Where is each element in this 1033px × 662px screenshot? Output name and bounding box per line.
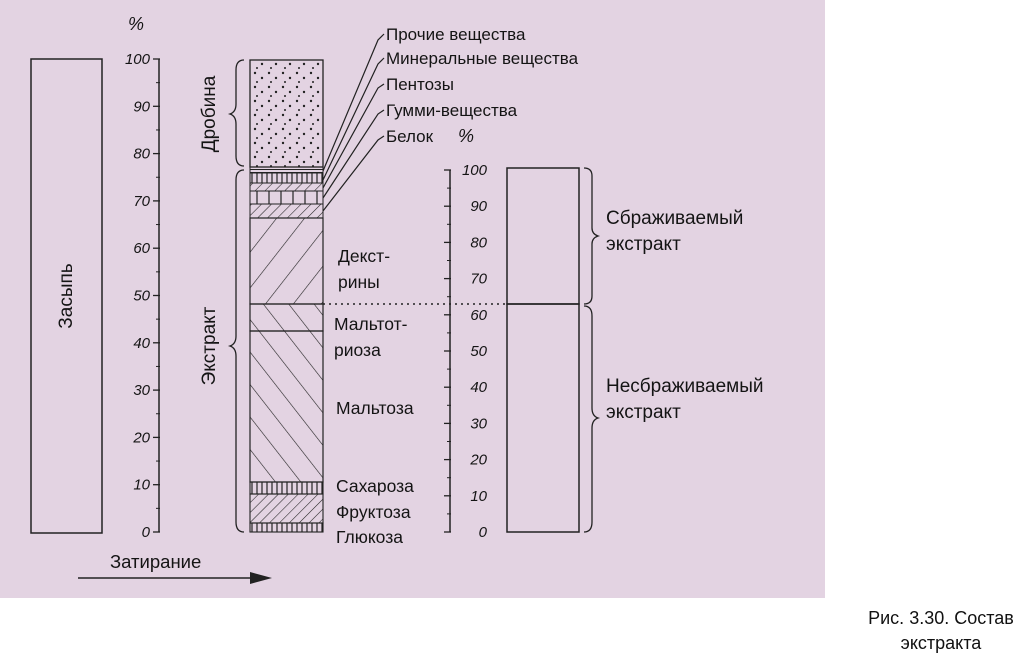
right-scale-tick-label-20: 20 xyxy=(469,452,487,469)
right-scale-tick-label-0: 0 xyxy=(479,524,488,541)
right-scale-tick-label-30: 30 xyxy=(470,415,487,432)
segment-maltotriose xyxy=(249,303,324,332)
fermentable-label-line1: Сбраживаемый xyxy=(606,208,743,229)
left-scale-tick-label-80: 80 xyxy=(133,146,150,163)
right-box-fermentable xyxy=(506,167,580,305)
nonfermentable-label-line1: Несбраживаемый xyxy=(606,376,763,397)
right-scale-tick-label-80: 80 xyxy=(470,234,487,251)
component-label-mineralnye: Минеральные вещества xyxy=(386,49,579,68)
left-scale-ticks: 0 10 20 30 40 50 60 70 80 90 100 xyxy=(125,51,160,541)
left-percent-label: % xyxy=(128,14,144,34)
segment-glucose xyxy=(249,522,324,533)
component-label-gummi: Гумми-вещества xyxy=(386,101,518,120)
segment-dextrins xyxy=(249,217,324,305)
ekstrakt-brace xyxy=(227,169,245,533)
component-label-pentozy: Пентозы xyxy=(386,75,454,94)
left-scale-tick-label-0: 0 xyxy=(142,524,151,541)
segment-mineralnye xyxy=(249,172,324,184)
segment-fructose xyxy=(249,493,324,524)
zasyp-box xyxy=(30,58,103,534)
component-label-belok: Белок xyxy=(386,127,434,146)
left-scale-tick-label-30: 30 xyxy=(133,382,150,399)
maltotriose-label-line2: риоза xyxy=(334,340,381,360)
right-scale-tick-label-10: 10 xyxy=(470,488,487,505)
dextrins-label-line1: Декст- xyxy=(338,246,390,266)
component-label-prochie: Прочие вещества xyxy=(386,25,526,44)
maltose-label: Мальтоза xyxy=(336,398,414,418)
left-scale-tick-label-70: 70 xyxy=(133,193,150,210)
caption-line-2: экстракта xyxy=(900,633,982,653)
segment-gummi xyxy=(249,190,324,205)
fermentable-label-line2: экстракт xyxy=(606,234,681,255)
figure-caption: Рис. 3.30. Состав экстракта xyxy=(846,606,1033,656)
drobina-label: Дробина xyxy=(199,75,220,152)
right-scale-tick-label-90: 90 xyxy=(470,198,487,215)
maltotriose-label-line1: Мальтот- xyxy=(334,314,408,334)
left-scale-tick-label-40: 40 xyxy=(133,335,150,352)
drobina-brace xyxy=(227,59,245,167)
segment-pentozy xyxy=(249,182,324,192)
segment-sucrose xyxy=(249,481,324,495)
caption-line-1: Рис. 3.30. Состав xyxy=(868,608,1014,628)
fructose-label: Фруктоза xyxy=(336,502,411,522)
nonfermentable-label-line2: экстракт xyxy=(606,402,681,423)
right-scale-ticks: 0 10 20 30 40 50 60 70 80 90 100 xyxy=(444,162,488,541)
right-scale-tick-label-60: 60 xyxy=(470,307,487,324)
dextrins-label-line2: рины xyxy=(338,272,380,292)
ekstrakt-label: Экстракт xyxy=(199,306,220,385)
left-scale-tick-label-90: 90 xyxy=(133,98,150,115)
segment-belok xyxy=(249,203,324,219)
left-scale-tick-label-100: 100 xyxy=(125,51,151,68)
segment-drobina xyxy=(249,59,324,168)
right-percent-label: % xyxy=(458,126,474,146)
right-box-nonfermentable xyxy=(506,303,580,533)
right-scale-tick-label-40: 40 xyxy=(470,379,487,396)
left-scale-tick-label-60: 60 xyxy=(133,240,150,257)
process-arrowhead-icon xyxy=(250,572,272,584)
zasyp-label: Засыпь xyxy=(56,263,77,328)
glucose-label: Глюкоза xyxy=(336,527,403,547)
process-arrow-label: Затирание xyxy=(110,551,201,572)
composition-column xyxy=(249,59,324,533)
right-scale-tick-label-100: 100 xyxy=(462,162,488,179)
right-scale-tick-label-70: 70 xyxy=(470,271,487,288)
left-scale-tick-label-20: 20 xyxy=(132,429,150,446)
left-scale-tick-label-10: 10 xyxy=(133,477,150,494)
segment-maltose xyxy=(249,330,324,483)
right-scale-tick-label-50: 50 xyxy=(470,343,487,360)
sucrose-label: Сахароза xyxy=(336,476,414,496)
fermentable-brace xyxy=(583,167,601,305)
segment-prochie xyxy=(249,166,324,174)
left-scale-tick-label-50: 50 xyxy=(133,288,150,305)
nonfermentable-brace xyxy=(583,305,601,533)
component-leader-lines xyxy=(322,33,385,212)
